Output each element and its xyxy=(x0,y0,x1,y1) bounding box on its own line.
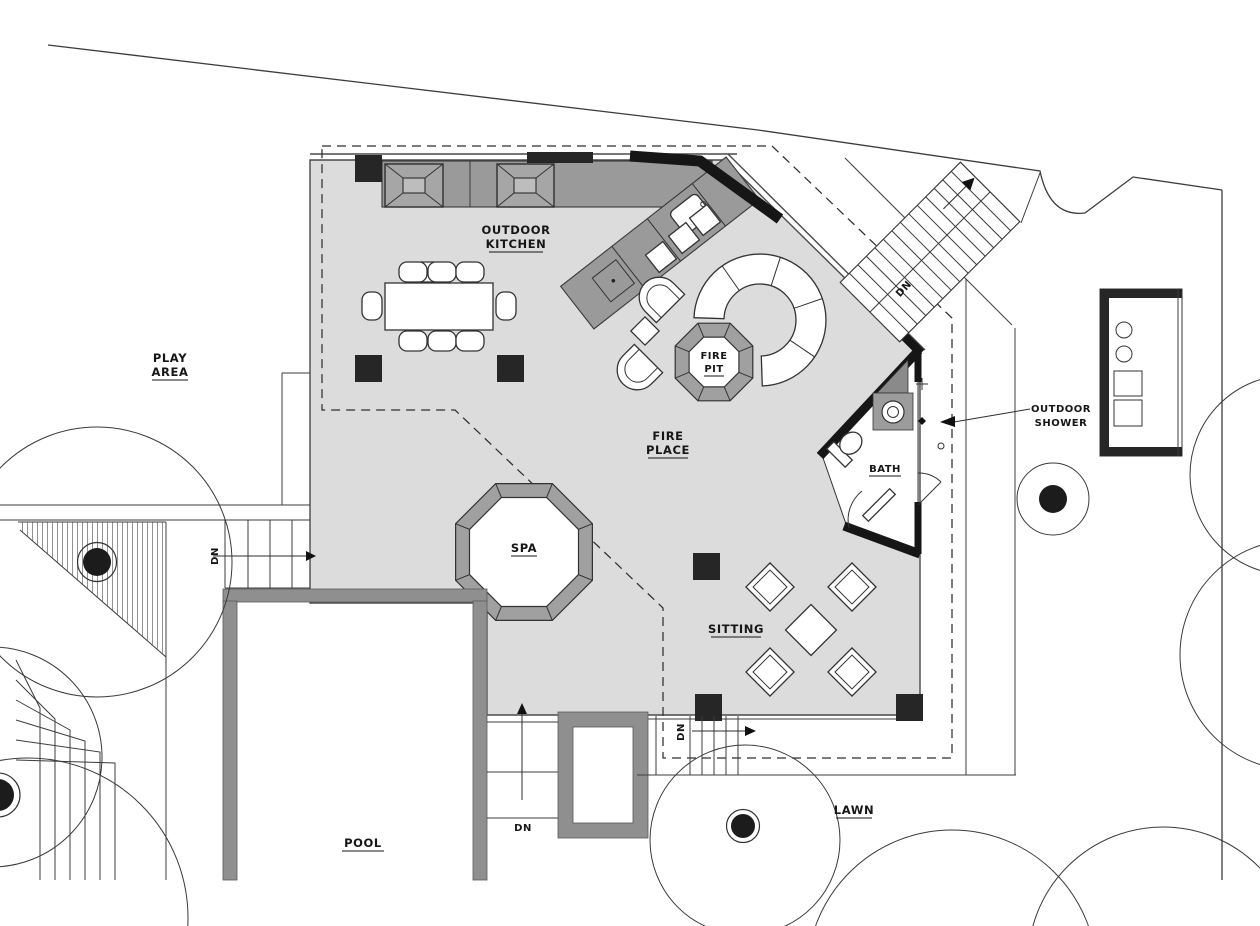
outdoor-shower-fixtures xyxy=(916,378,1031,450)
label-spa: SPA xyxy=(511,541,537,555)
label-sitting: SITTING xyxy=(708,622,764,636)
label-bath: BATH xyxy=(869,464,901,475)
tree-canopy xyxy=(0,426,233,698)
label-fire-pit-2: PIT xyxy=(704,364,723,375)
pool-wall-north xyxy=(222,588,488,603)
bath-door-leaf xyxy=(917,481,942,506)
label-dn-west: DN xyxy=(210,547,221,565)
label-fire-pit-1: FIRE xyxy=(700,351,727,362)
stairs-east xyxy=(655,716,756,775)
stairs-northeast xyxy=(839,161,1021,343)
label-play-area-2: AREA xyxy=(152,365,189,379)
stairs-west xyxy=(213,519,316,589)
planter xyxy=(557,711,649,839)
planting-hatch xyxy=(18,522,166,656)
curved-sectional-sofa xyxy=(693,253,827,387)
pool-wall-west xyxy=(222,600,238,881)
lounge-chair-1 xyxy=(638,276,686,324)
label-dn-south: DN xyxy=(514,823,532,834)
structure-circle-1 xyxy=(1115,321,1133,339)
label-fire-place-1: FIRE xyxy=(652,429,683,443)
kitchen-corner-wall xyxy=(629,150,784,224)
terraced-beds xyxy=(15,659,116,880)
bath xyxy=(816,346,942,559)
spa xyxy=(455,483,594,622)
label-fire-place-2: PLACE xyxy=(646,443,690,457)
structure-square-1 xyxy=(1113,370,1143,397)
kitchen-grill xyxy=(591,258,636,303)
stair-direction-arrow xyxy=(306,551,316,561)
dining-table xyxy=(384,282,494,331)
roof-overhang-outline xyxy=(321,145,953,759)
labels: PLAY AREA OUTDOOR KITCHEN FIRE PIT FIRE … xyxy=(152,223,1091,852)
garden-structure xyxy=(1099,288,1183,457)
label-outdoor-kitchen-2: KITCHEN xyxy=(486,237,547,251)
label-pool: POOL xyxy=(344,836,382,850)
bar-stools xyxy=(644,203,722,274)
shower-drain xyxy=(937,442,945,450)
bath-sink xyxy=(881,400,905,424)
label-outdoor-shower-1: OUTDOOR xyxy=(1031,404,1091,415)
shower-valve xyxy=(918,417,926,425)
label-lawn: LAWN xyxy=(834,803,874,817)
stairs-south xyxy=(487,703,558,819)
trees xyxy=(0,379,1260,926)
fire-lounge xyxy=(616,253,827,402)
dining-set xyxy=(361,261,517,352)
fire-pit xyxy=(674,322,754,402)
lounge-chair-2 xyxy=(616,343,664,391)
walkway-edges xyxy=(637,157,1016,776)
structure-circle-2 xyxy=(1115,345,1133,363)
label-dn-east: DN xyxy=(676,723,687,741)
sitting-table xyxy=(784,603,838,657)
label-play-area-1: PLAY xyxy=(153,351,187,365)
pergola-2 xyxy=(496,163,555,208)
play-area-paths xyxy=(0,372,310,880)
stair-direction-arrow xyxy=(517,703,527,714)
pool-wall-east xyxy=(472,600,488,881)
leader-arrowhead xyxy=(940,416,955,427)
label-outdoor-shower-2: SHOWER xyxy=(1035,418,1088,429)
toilet xyxy=(825,431,863,469)
stair-direction-arrow xyxy=(745,726,756,736)
label-outdoor-kitchen-1: OUTDOOR xyxy=(481,223,550,237)
outdoor-kitchen xyxy=(381,150,925,357)
structure-square-2 xyxy=(1113,399,1143,427)
leader-line xyxy=(953,408,1031,423)
beam-segment xyxy=(527,152,593,163)
pergola-1 xyxy=(384,163,444,208)
deck-posts xyxy=(355,155,923,721)
stair-direction-arrow xyxy=(961,177,975,191)
side-table xyxy=(629,315,661,347)
property-boundary xyxy=(47,44,1223,880)
sitting-group xyxy=(745,562,877,697)
pool xyxy=(222,588,488,881)
deck-door-leaf xyxy=(861,487,897,523)
